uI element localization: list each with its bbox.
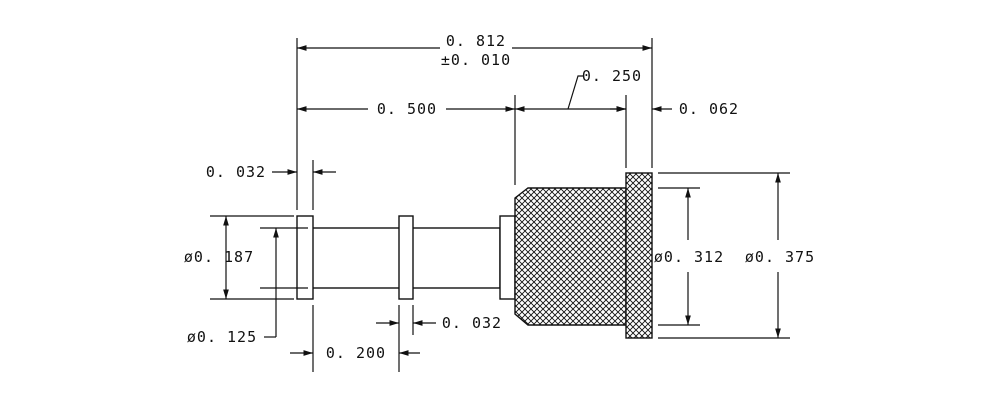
overall-length-label: 0. 812 — [446, 32, 506, 50]
length-to-body-label: 0. 500 — [377, 100, 437, 118]
second-collar — [398, 215, 414, 300]
part-outline — [296, 172, 653, 339]
collar-spacing-label: 0. 200 — [326, 344, 386, 362]
knurl-diameter-label: ø0. 312 — [654, 248, 724, 266]
shaft-diameter-label: ø0. 125 — [187, 328, 257, 346]
step-ring — [499, 215, 516, 300]
dimension-lines — [223, 45, 781, 356]
extension-lines — [210, 38, 790, 372]
second-collar-width-label: 0. 032 — [442, 314, 502, 332]
knurl-length-label: 0. 250 — [582, 67, 642, 85]
flange-diameter-label: ø0. 375 — [745, 248, 815, 266]
overall-tolerance-label: ±0. 010 — [441, 51, 511, 69]
knurled-body — [514, 187, 627, 326]
collar-diameter-label: ø0. 187 — [184, 248, 254, 266]
first-collar — [296, 215, 314, 300]
flange-length-label: 0. 062 — [679, 100, 739, 118]
flange — [625, 172, 653, 339]
collar-width-label: 0. 032 — [206, 163, 266, 181]
dimension-labels: 0. 812 ±0. 010 0. 500 0. 250 0. 062 0. 0… — [184, 32, 815, 362]
